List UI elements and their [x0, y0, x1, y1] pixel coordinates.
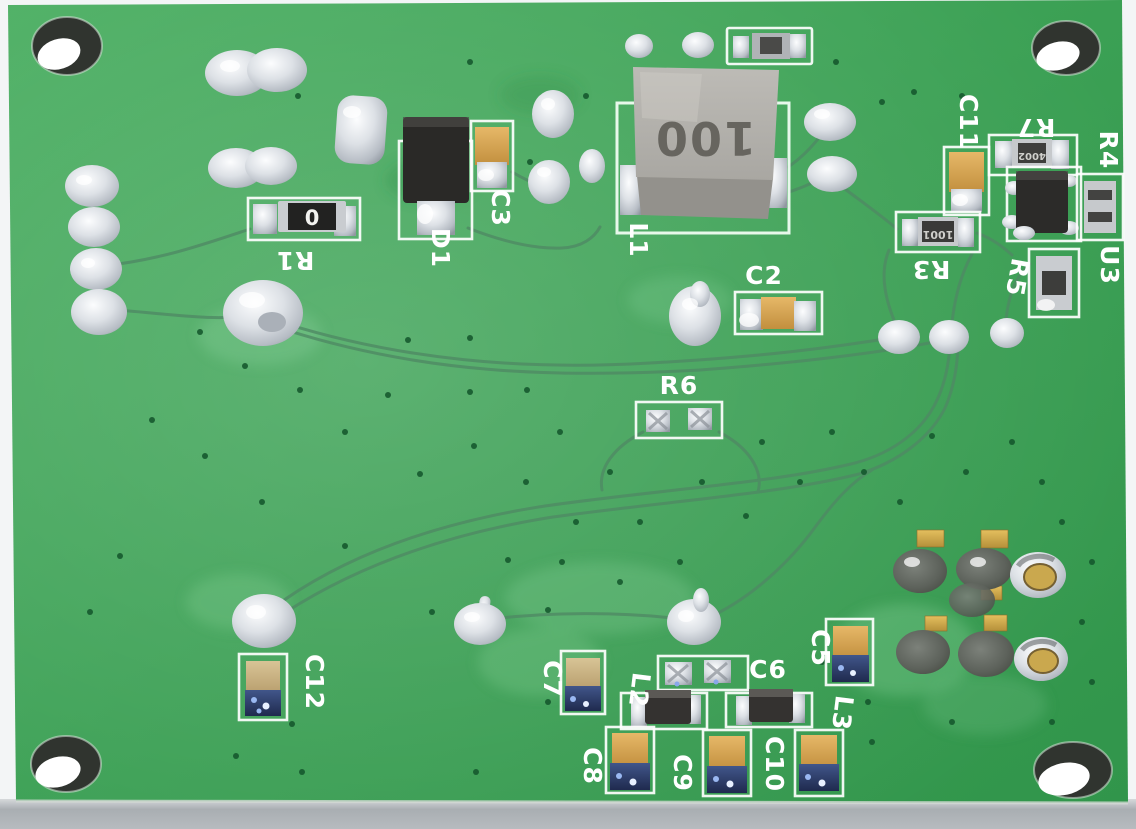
label-c2: C2: [745, 261, 783, 290]
component-u3-sot23: [1002, 165, 1083, 243]
component-c12: [237, 652, 289, 722]
label-r5: R5: [1000, 256, 1035, 299]
component-c2: [733, 290, 824, 336]
label-r3: R3: [912, 255, 951, 284]
gold-pad-cluster: [893, 529, 1068, 681]
label-c10: C10: [760, 736, 789, 792]
label-d1: D1: [426, 228, 455, 268]
label-r4: R4: [1094, 131, 1123, 170]
component-r7: 4002: [987, 133, 1079, 177]
label-l2: L2: [623, 671, 656, 710]
component-r3: 1001: [894, 210, 982, 254]
label-r1: R1: [276, 246, 315, 275]
left-header-pads: [65, 165, 127, 335]
component-r6-pads: [634, 400, 724, 440]
label-c7: C7: [538, 660, 567, 698]
plated-hole-2: [1014, 637, 1068, 681]
component-l1: 100: [615, 67, 791, 235]
label-c8: C8: [578, 747, 607, 785]
component-c10: [793, 728, 845, 798]
l1-marking: 100: [654, 111, 756, 165]
component-l3: [724, 689, 814, 729]
label-c3: C3: [486, 189, 515, 227]
copper-traces: [100, 125, 1032, 621]
component-c3: [469, 119, 515, 193]
label-c5: C5: [806, 629, 835, 667]
mounting-hole-top-left: [31, 16, 103, 76]
mounting-hole-top-right: [1031, 20, 1101, 76]
component-c8: [604, 725, 656, 795]
label-u3: U3: [1095, 245, 1124, 285]
label-c6: C6: [749, 655, 787, 684]
solder-joints: [223, 90, 1024, 648]
component-d1: [397, 117, 474, 241]
label-c11: C11: [954, 94, 983, 150]
r3-marking: 1001: [923, 228, 954, 241]
silkscreen-labels: R1 D1 C3 L1 C2 R6 C11 R7 R4 R3 R5 U3 C12…: [276, 94, 1124, 792]
mounting-hole-bottom-right: [1033, 741, 1113, 799]
top-solder-pads: [205, 32, 714, 188]
label-l1: L1: [624, 222, 653, 257]
label-r7: R7: [1017, 113, 1056, 142]
label-c12: C12: [300, 654, 329, 710]
label-l3: L3: [826, 694, 859, 733]
component-c7: [559, 649, 607, 716]
mounting-hole-bottom-left: [30, 735, 102, 793]
plated-hole-1: [1010, 552, 1066, 598]
label-c9: C9: [668, 754, 697, 792]
via-dots: [87, 59, 1095, 775]
r7-marking: 4002: [1018, 150, 1046, 161]
component-c11: [942, 145, 991, 217]
component-r5: [1027, 247, 1081, 319]
component-c5: [824, 617, 875, 687]
component-c9: [701, 728, 753, 798]
component-c6-pads: [656, 654, 750, 692]
component-l2: [619, 690, 709, 731]
r1-marking: 0: [305, 206, 320, 230]
label-r6: R6: [660, 371, 699, 400]
component-r4: [1075, 172, 1125, 242]
component-r1: 0: [246, 196, 362, 242]
top-resistor: [725, 26, 814, 66]
